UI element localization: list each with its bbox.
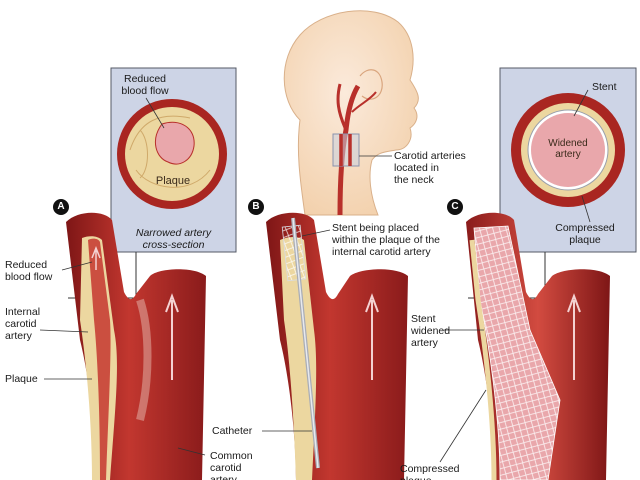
inset-a-plaque-label: Plaque — [155, 175, 191, 187]
artery-c — [466, 212, 610, 480]
artery-a-internal-carotid-label: Internal carotid artery — [5, 306, 41, 342]
head-carotid-label: Carotid arteries located in the neck — [394, 150, 466, 186]
artery-a-reduced-flow-label: Reduced blood flow — [5, 259, 53, 283]
artery-c-stent-widened-label: Stent widened artery — [411, 313, 451, 349]
leader-lines — [39, 229, 487, 463]
inset-c-widened-label: Widened artery — [548, 138, 588, 160]
inset-c-compressed-label: Compressed plaque — [555, 222, 615, 246]
artery-b — [266, 212, 408, 480]
artery-a-plaque-label: Plaque — [5, 373, 38, 385]
artery-c-compressed-label: Compressed plaque — [400, 463, 460, 480]
inset-c — [468, 67, 637, 299]
cross-section-widened — [511, 93, 625, 207]
cross-section-narrowed — [117, 99, 227, 209]
ear — [359, 69, 383, 100]
inset-c-stent-label: Stent — [592, 81, 617, 93]
artery-b-stent-placed-label: Stent being placed within the plaque of … — [332, 222, 440, 258]
artery-b-catheter-label: Catheter — [212, 425, 253, 437]
inset-a — [68, 67, 237, 299]
expanded-stent — [473, 225, 561, 480]
head-profile — [283, 10, 419, 216]
carotid-artery-path — [337, 84, 361, 216]
artery-a — [66, 212, 206, 480]
panel-b-badge: B — [248, 199, 264, 215]
artery-b-common-carotid-label: Common carotid artery — [210, 450, 253, 480]
neck-highlight-box — [332, 133, 360, 167]
inset-a-caption: Narrowed artery cross-section — [135, 227, 212, 251]
panel-c-badge: C — [447, 199, 463, 215]
panel-a-badge: A — [53, 199, 69, 215]
inset-a-reduced-flow-label: Reduced blood flow — [121, 73, 169, 97]
